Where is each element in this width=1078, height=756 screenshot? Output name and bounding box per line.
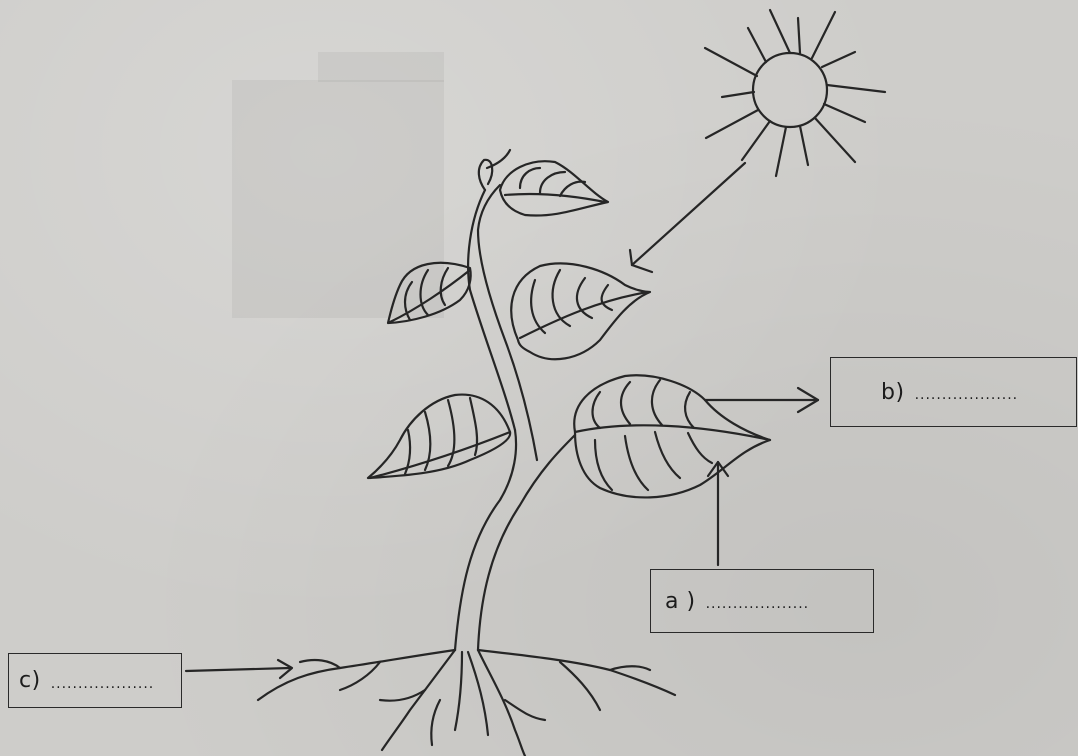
sunlight-arrow <box>630 163 745 272</box>
label-box-c[interactable]: c) ................... <box>8 653 182 708</box>
label-letter-c: c) <box>19 668 41 693</box>
label-box-b[interactable]: b) ................... <box>830 357 1077 427</box>
arrow-icon <box>705 388 818 412</box>
label-box-a[interactable]: a ) ................... <box>650 569 874 633</box>
arrow-icon <box>186 660 292 678</box>
answer-blank-c[interactable]: ................... <box>51 676 155 692</box>
answer-blank-a[interactable]: ................... <box>706 596 810 612</box>
plant-illustration <box>258 150 770 756</box>
answer-blank-b[interactable]: ................... <box>915 387 1019 403</box>
label-letter-b: b) <box>881 380 905 405</box>
sun-icon <box>705 10 885 176</box>
label-letter-a: a ) <box>665 589 696 614</box>
